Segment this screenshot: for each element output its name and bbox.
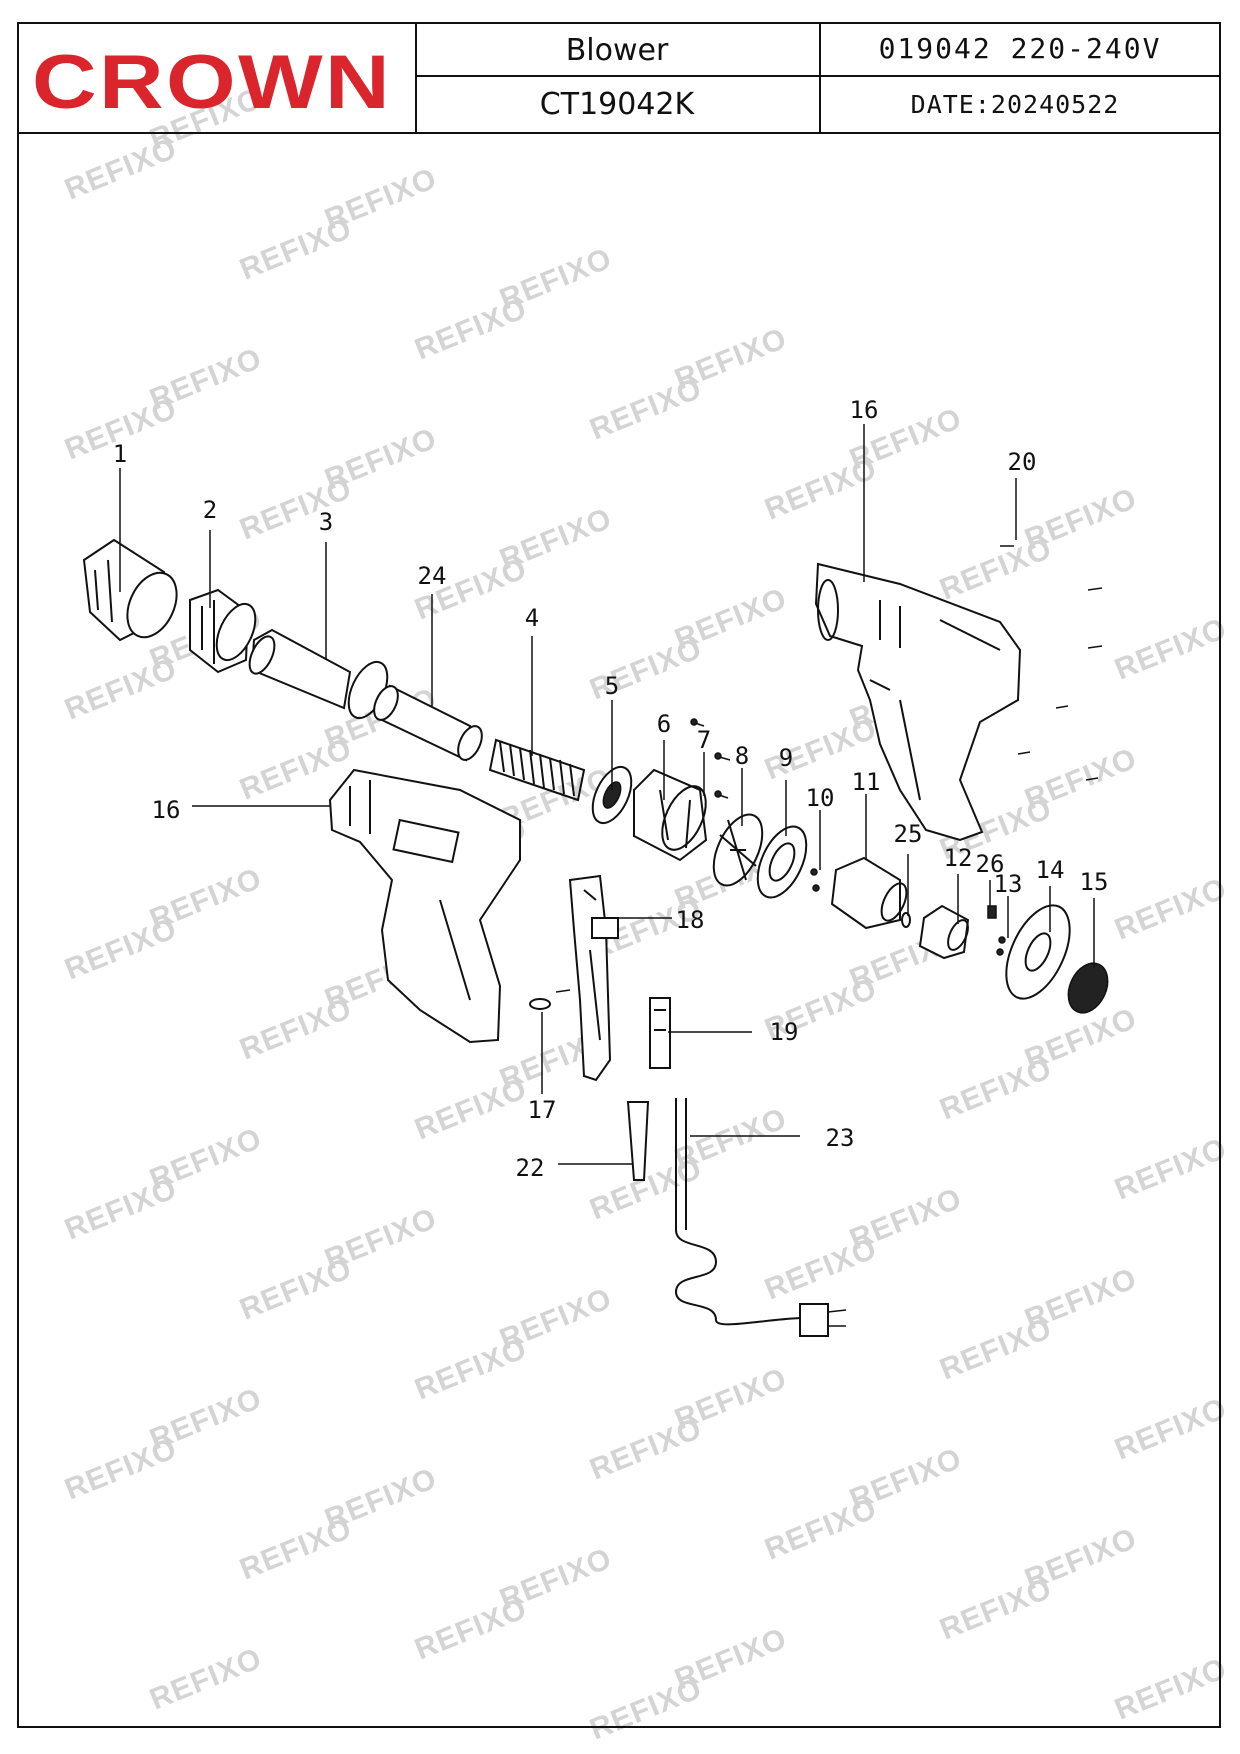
housing-screws — [1000, 545, 1103, 781]
product-name: Blower — [566, 33, 669, 68]
watermark-text: REFIXO — [585, 372, 706, 447]
washer-ring-part — [756, 825, 808, 899]
part-label: 16 — [152, 796, 181, 824]
watermark-text: REFIXO — [235, 212, 356, 287]
part-label: 15 — [1080, 868, 1109, 896]
watermark-text: REFIXO — [235, 472, 356, 547]
code-voltage: 019042 220-240V — [879, 32, 1162, 65]
part-label: 1 — [113, 440, 127, 468]
part-label: 19 — [770, 1018, 799, 1046]
title-block: CROWN Blower CT19042K 019042 220-240V DA… — [18, 23, 1220, 134]
part-label: 22 — [516, 1154, 545, 1182]
date-stamp: DATE:20240522 — [911, 90, 1120, 119]
cord-guard-part — [626, 1101, 650, 1181]
circuit-board-part — [649, 997, 671, 1069]
watermark-text: REFIXO — [935, 1572, 1056, 1647]
watermark-text: REFIXO — [410, 292, 531, 367]
watermark-text: REFIXO — [935, 532, 1056, 607]
watermark-text: REFIXO — [1110, 1132, 1231, 1207]
part-label: 26 — [976, 850, 1005, 878]
watermark-text: REFIXO — [410, 1332, 531, 1407]
part-label: 23 — [826, 1124, 855, 1152]
switch-assembly-part — [568, 874, 619, 1082]
watermark-text: REFIXO — [60, 912, 181, 987]
brand-logo: CROWN — [32, 40, 392, 125]
small-washer-part — [901, 912, 911, 928]
watermark-text: REFIXO — [760, 1232, 881, 1307]
page-border — [17, 22, 1221, 1728]
part-label: 14 — [1036, 856, 1065, 884]
watermark-text: REFIXO — [1110, 1392, 1231, 1467]
watermark-text: REFIXO — [585, 1412, 706, 1487]
part-label: 9 — [779, 744, 793, 772]
power-cord-part — [674, 1098, 847, 1337]
housing-half-left — [328, 768, 521, 1044]
part-label: 13 — [994, 870, 1023, 898]
fan-housing-part — [633, 768, 708, 862]
housing-half-right — [814, 562, 1022, 842]
part-label: 10 — [806, 784, 835, 812]
watermark-text: REFIXO — [60, 1432, 181, 1507]
watermark-text: REFIXO — [935, 1312, 1056, 1387]
watermark-text: REFIXO — [60, 132, 181, 207]
nozzle-part — [82, 538, 178, 642]
heating-element-part — [488, 738, 586, 802]
holder-part — [591, 765, 633, 825]
motor-part — [918, 904, 970, 960]
watermark-text: REFIXO — [235, 1512, 356, 1587]
watermark-text: REFIXO — [235, 992, 356, 1067]
spacer-part — [810, 868, 820, 892]
watermark-text: REFIXO — [60, 1172, 181, 1247]
knob-part — [1067, 962, 1109, 1014]
watermark-text: REFIXO — [760, 1492, 881, 1567]
leader-lines — [119, 424, 1095, 1165]
watermark-text: REFIXO — [585, 1152, 706, 1227]
sleeve-part — [189, 588, 257, 674]
part-label: 24 — [418, 562, 447, 590]
watermark-text: REFIXO — [935, 1052, 1056, 1127]
part-label: 5 — [605, 672, 619, 700]
part-label: 18 — [676, 906, 705, 934]
watermark-text: REFIXO — [585, 632, 706, 707]
part-label: 16 — [850, 396, 879, 424]
motor-bracket-part — [830, 856, 908, 930]
watermark-text: REFIXO — [585, 1672, 706, 1747]
part-label: 11 — [852, 768, 881, 796]
part-label: 17 — [528, 1096, 557, 1124]
part-label: 4 — [525, 604, 539, 632]
watermark-text: REFIXO — [410, 1592, 531, 1667]
part-label: 12 — [944, 844, 973, 872]
screw-parts — [690, 718, 731, 799]
impeller-part — [712, 813, 764, 887]
watermark-text: REFIXO — [60, 652, 181, 727]
inner-tube-part — [248, 628, 352, 710]
part-label: 2 — [203, 496, 217, 524]
part-label: 25 — [894, 820, 923, 848]
watermark-text: REFIXO — [1110, 1652, 1231, 1727]
watermark-text: REFIXO — [1110, 612, 1231, 687]
part-label: 7 — [697, 726, 711, 754]
part-label: 20 — [1008, 448, 1037, 476]
watermark-text: REFIXO — [145, 1642, 266, 1717]
part-label: 6 — [657, 710, 671, 738]
model-number: CT19042K — [540, 87, 696, 122]
rear-cover-part — [1005, 904, 1071, 1000]
mica-tube-part — [373, 684, 483, 762]
watermark-text: REFIXO — [235, 1252, 356, 1327]
clamp-part — [529, 989, 571, 1010]
watermark-text: REFIXO — [410, 1072, 531, 1147]
terminal-parts — [987, 905, 1006, 956]
part-label: 8 — [735, 742, 749, 770]
part-labels: 1 2 3 24 4 5 6 7 8 9 10 11 25 12 26 13 1… — [113, 396, 1109, 1182]
watermark-text: REFIXO — [1110, 872, 1231, 947]
part-label: 3 — [319, 508, 333, 536]
